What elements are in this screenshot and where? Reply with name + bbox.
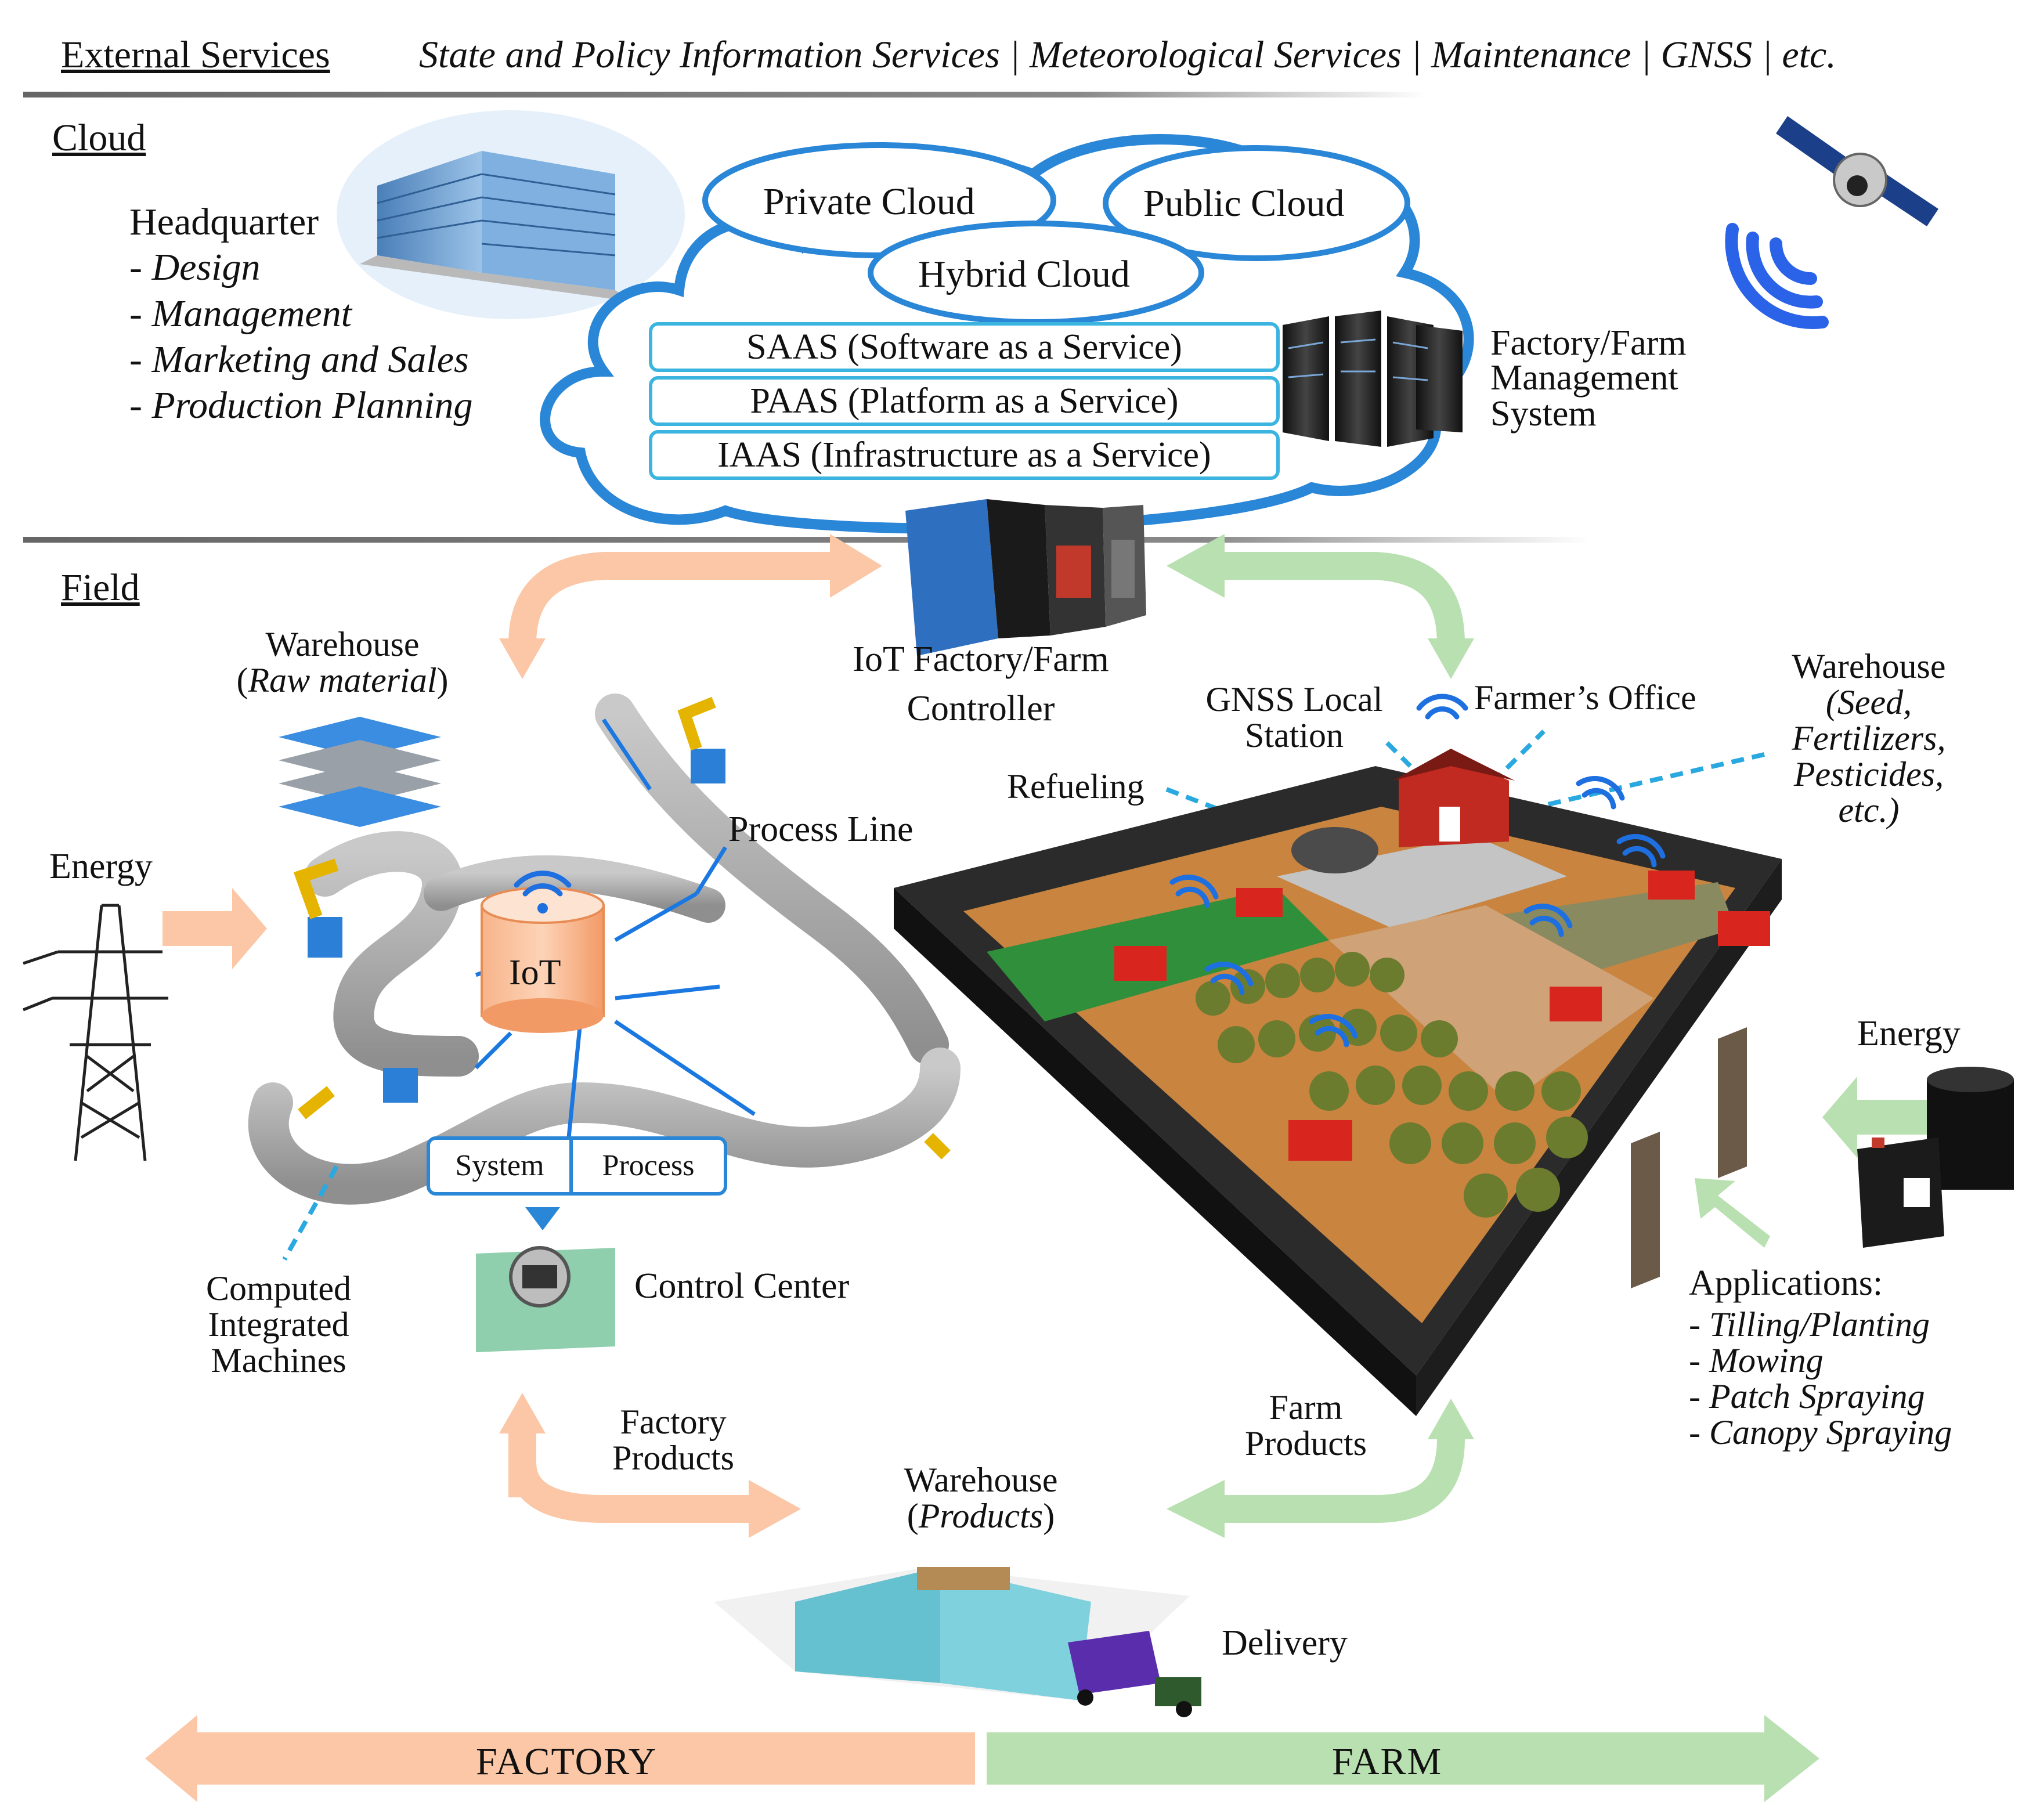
farm-warehouse-sub-line: etc.) bbox=[1838, 791, 1900, 829]
factory-banner-arrow bbox=[145, 1715, 975, 1802]
process-line-label: Process Line bbox=[728, 810, 914, 849]
orchard-trees bbox=[1196, 952, 1588, 1218]
application-item: - Tilling/Planting bbox=[1689, 1305, 1930, 1344]
headquarter-item: - Management bbox=[129, 292, 352, 335]
iot-wifi-icon bbox=[514, 871, 572, 913]
server-racks-icon bbox=[1283, 310, 1463, 447]
factory-arrowhead bbox=[499, 638, 546, 679]
farm-energy-arrow bbox=[1822, 1077, 1927, 1158]
product-warehouse-title: Warehouse bbox=[904, 1461, 1058, 1499]
raw-warehouse-sub: (Raw material) bbox=[236, 661, 449, 699]
iot-label: IoT bbox=[509, 953, 561, 992]
farm-energy-label: Energy bbox=[1857, 1014, 1960, 1053]
factory-energy-arrow bbox=[163, 888, 267, 969]
control-center-pointer bbox=[525, 1207, 560, 1230]
external-services-list: State and Policy Information Services | … bbox=[419, 34, 1836, 76]
headquarter-item: - Design bbox=[129, 246, 261, 288]
farm-robot-icon bbox=[1114, 871, 1770, 1161]
satellite-icon bbox=[1776, 116, 1938, 226]
farm-products-line: Products bbox=[1245, 1424, 1367, 1463]
factory-arrowhead bbox=[749, 1480, 801, 1538]
farm-arrowhead bbox=[1167, 1480, 1225, 1538]
hybrid-cloud-label: Hybrid Cloud bbox=[918, 253, 1130, 295]
applications-title: Applications: bbox=[1689, 1263, 1883, 1303]
farm-warehouse-sub-line: Fertilizers, bbox=[1792, 719, 1946, 757]
external-services-label: External Services bbox=[61, 34, 330, 76]
factory-products-line: Factory bbox=[620, 1403, 727, 1441]
delivery-truck-icon bbox=[1068, 1631, 1201, 1717]
application-item: - Canopy Spraying bbox=[1689, 1413, 1952, 1451]
paas-layer: PAAS (Platform as a Service) bbox=[649, 376, 1280, 426]
product-warehouse-icon bbox=[714, 1567, 1190, 1700]
controller-label-line: Controller bbox=[907, 689, 1055, 728]
controller-label-line: IoT Factory/Farm bbox=[853, 640, 1109, 679]
farm-arrows bbox=[1219, 552, 1465, 1523]
farm-products-line: Farm bbox=[1269, 1388, 1343, 1427]
farm-warehouse-sub-line: (Seed, bbox=[1825, 683, 1912, 721]
factory-arrows bbox=[508, 552, 836, 1523]
external-separator bbox=[23, 92, 1428, 98]
robot-arm-icon bbox=[293, 696, 951, 1160]
process-tab[interactable]: Process bbox=[569, 1136, 727, 1196]
farm-warehouse-title: Warehouse bbox=[1792, 647, 1946, 685]
application-item: - Patch Spraying bbox=[1689, 1377, 1925, 1415]
fms-label-line: Management bbox=[1490, 358, 1678, 398]
factory-conveyor bbox=[248, 694, 961, 1205]
battery-icon bbox=[1857, 1138, 1944, 1248]
cim-label-line: Machines bbox=[211, 1341, 346, 1380]
raw-warehouse-title: Warehouse bbox=[265, 625, 420, 663]
factory-products-line: Products bbox=[612, 1439, 734, 1477]
gnss-label-line: GNSS Local bbox=[1205, 680, 1383, 718]
saas-layer: SAAS (Software as a Service) bbox=[649, 322, 1280, 372]
cim-label-line: Integrated bbox=[208, 1305, 349, 1344]
farm-warehouse-sub-line: Pesticides, bbox=[1793, 755, 1944, 793]
farm-arrowhead bbox=[1167, 534, 1225, 598]
farm-applications-arrow bbox=[1695, 1178, 1770, 1248]
headquarter-title: Headquarter bbox=[129, 201, 319, 243]
cim-label-line: Computed bbox=[206, 1269, 351, 1308]
farm-arrowhead bbox=[1428, 1399, 1474, 1439]
gnss-label-line: Station bbox=[1244, 716, 1344, 754]
power-pylon-icon bbox=[23, 904, 168, 1161]
farm-banner-arrow bbox=[987, 1715, 1819, 1802]
iaas-layer: IAAS (Infrastructure as a Service) bbox=[649, 430, 1280, 480]
factory-arrowhead bbox=[830, 534, 882, 598]
factory-energy-label: Energy bbox=[49, 847, 153, 886]
farm-arrowhead bbox=[1428, 638, 1474, 679]
farm-gate-pillars bbox=[1631, 1027, 1747, 1288]
farm-field bbox=[894, 766, 1782, 1416]
private-cloud-label: Private Cloud bbox=[763, 180, 975, 223]
application-item: - Mowing bbox=[1689, 1341, 1824, 1380]
public-cloud-label: Public Cloud bbox=[1143, 182, 1345, 225]
farmers-office-icon bbox=[1393, 749, 1515, 847]
system-tab[interactable]: System bbox=[427, 1136, 573, 1196]
field-label: Field bbox=[61, 566, 140, 609]
oil-barrel-icon bbox=[1927, 1067, 2014, 1190]
raw-material-stack-icon bbox=[279, 717, 441, 827]
farmers-office-label: Farmer’s Office bbox=[1474, 678, 1696, 717]
control-center-label: Control Center bbox=[634, 1266, 850, 1306]
factory-banner-label: FACTORY bbox=[476, 1740, 658, 1783]
field-separator bbox=[23, 537, 1590, 543]
fuel-tank-icon bbox=[1291, 827, 1378, 873]
refueling-label: Refueling bbox=[1007, 767, 1144, 806]
fms-label-line: Factory/Farm bbox=[1490, 323, 1687, 363]
fms-label-line: System bbox=[1490, 394, 1597, 434]
farm-banner-label: FARM bbox=[1332, 1740, 1443, 1783]
control-center-icon bbox=[476, 1246, 615, 1352]
headquarter-item: - Production Planning bbox=[129, 384, 473, 427]
delivery-label: Delivery bbox=[1222, 1623, 1348, 1663]
iot-hub-icon bbox=[481, 887, 605, 1033]
factory-arrowhead bbox=[499, 1393, 546, 1433]
headquarter-item: - Marketing and Sales bbox=[129, 338, 469, 381]
headquarter-building-icon bbox=[337, 110, 685, 319]
cloud-label: Cloud bbox=[52, 117, 146, 159]
farm-wifi-icons bbox=[1169, 694, 1666, 1048]
satellite-signal-icon bbox=[1725, 223, 1829, 329]
product-warehouse-sub: (Products) bbox=[907, 1497, 1055, 1535]
iot-controller-icon bbox=[905, 499, 1146, 656]
